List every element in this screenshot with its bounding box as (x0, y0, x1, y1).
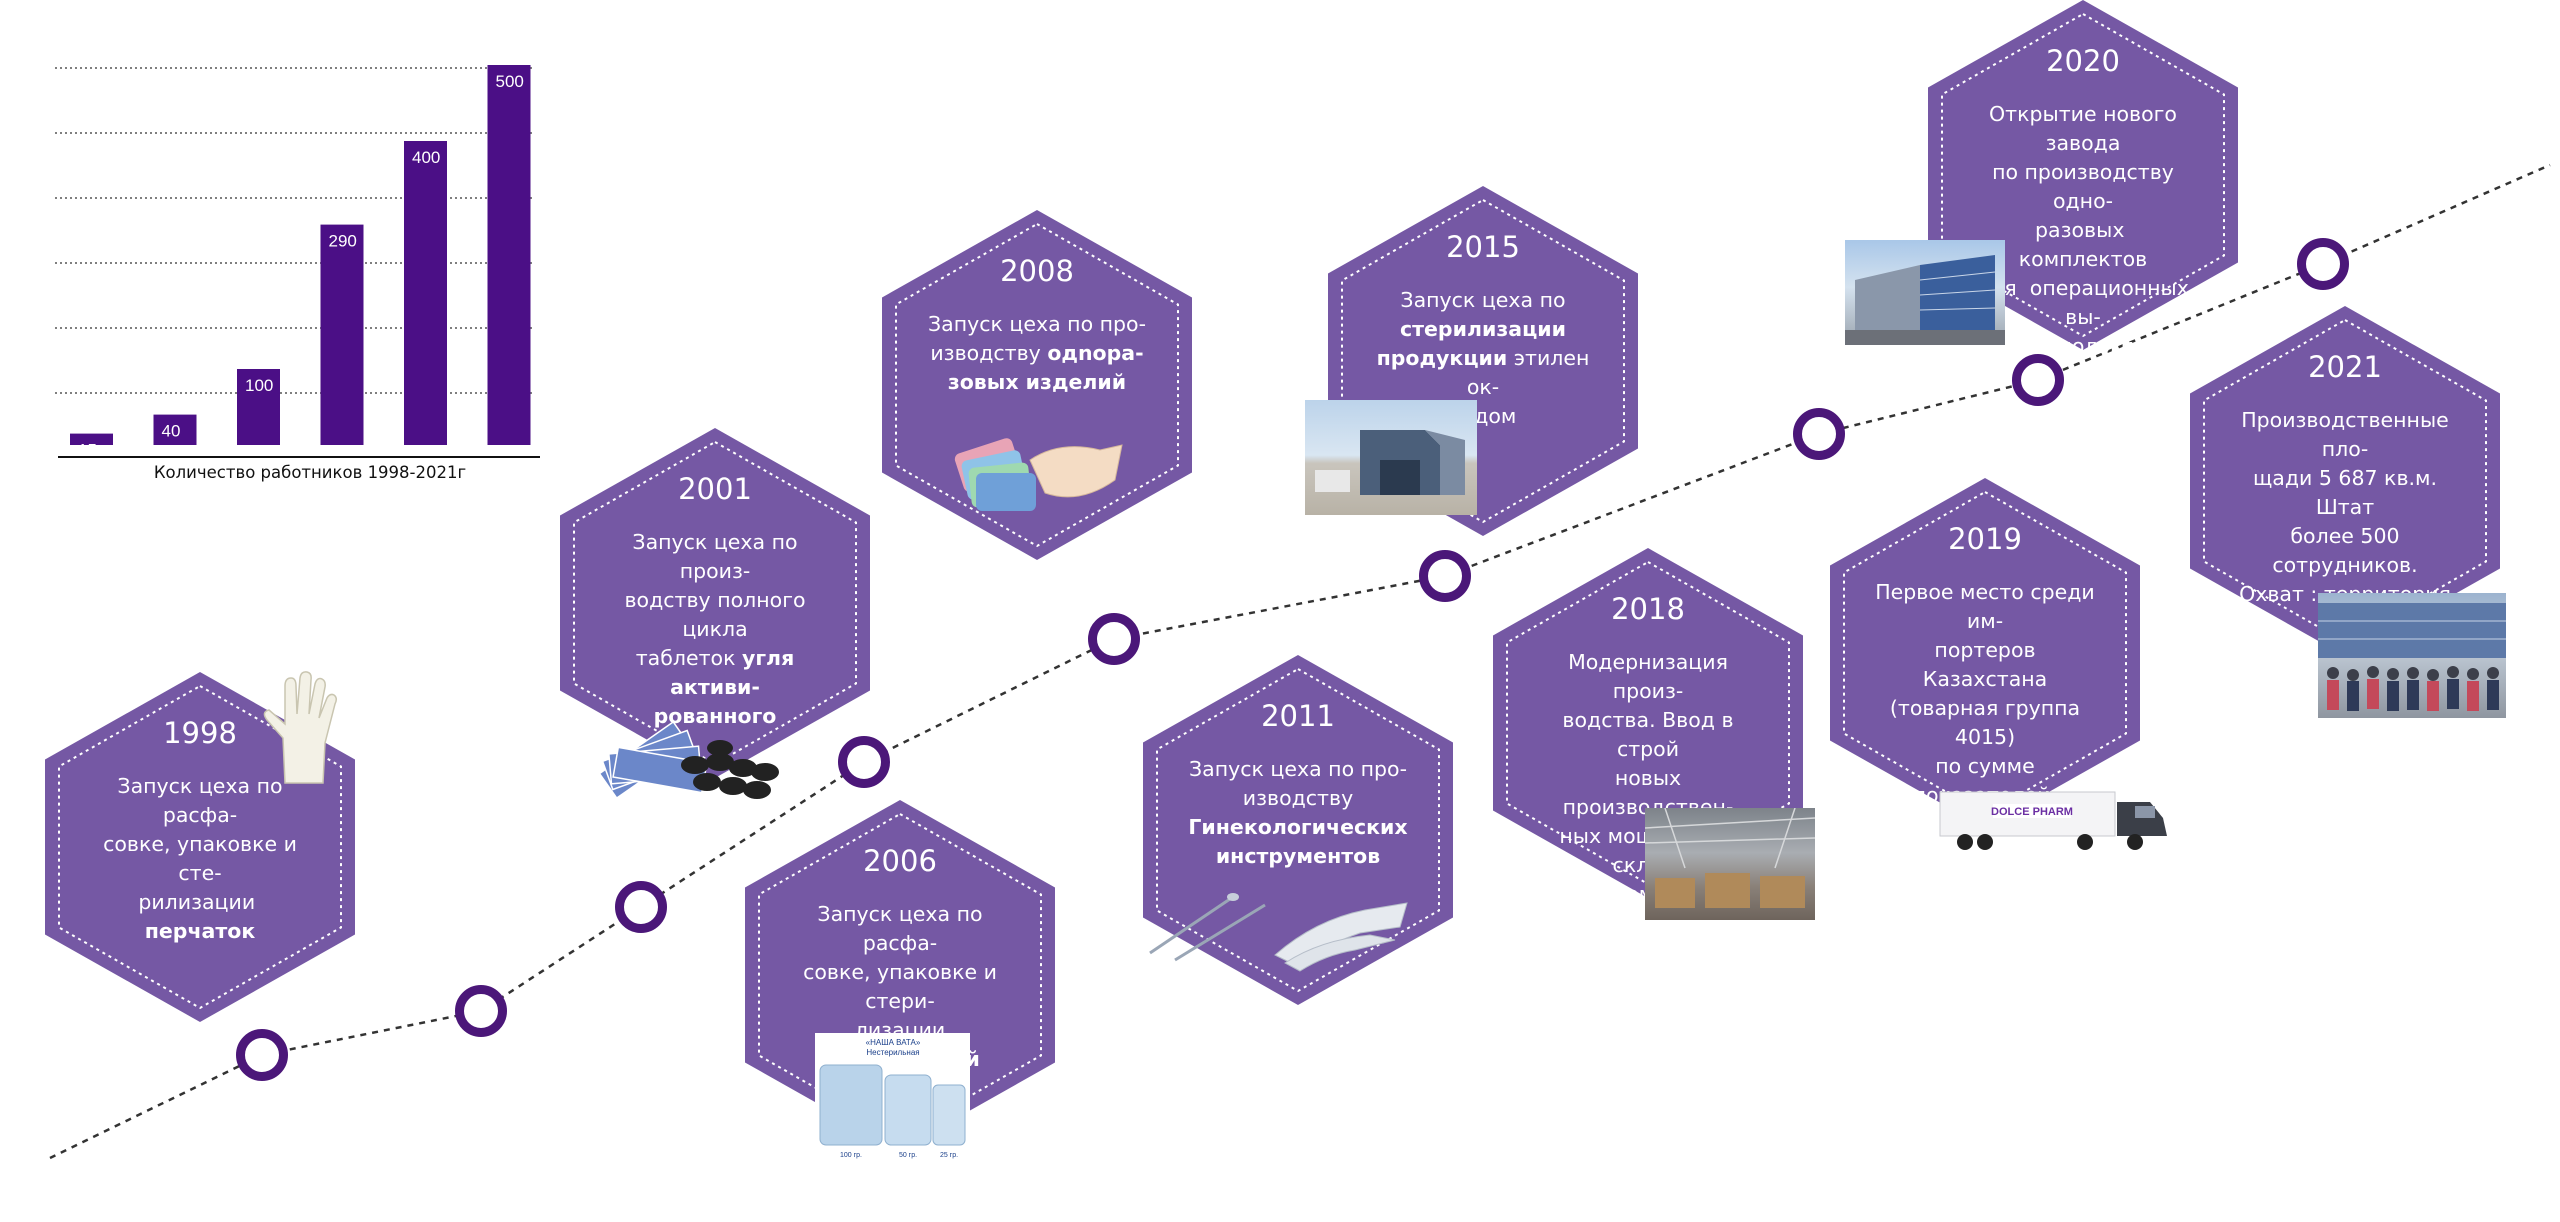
truck-photo: DOLCE PHARM (1935, 784, 2185, 854)
employees-bar-chart: 15 40 100 290 400 500 (55, 65, 540, 460)
timeline-node-2015 (1419, 550, 1471, 602)
chart-bar-value-label: 100 (245, 376, 273, 395)
cotton-brand-label: «НАША ВАТА» (866, 1038, 921, 1047)
gloves-icon (263, 671, 338, 784)
milestone-year: 2015 (1446, 230, 1520, 264)
chart-bar-value-label: 290 (329, 232, 357, 251)
milestone-description: Запуск цеха по расфа-совке, упаковке и с… (103, 774, 297, 943)
cotton-size-25: 25 гр. (940, 1152, 958, 1159)
timeline-node-2001 (455, 985, 507, 1037)
chart-bar-value-label: 400 (412, 148, 440, 167)
milestone-year: 2006 (863, 844, 937, 878)
timeline-node-2011 (1088, 613, 1140, 665)
cotton-packs-icon: «НАША ВАТА» Нестерильная 100 гр. 50 гр. … (815, 1033, 970, 1163)
timeline-node-2019 (2012, 354, 2064, 406)
chart-x-label: Количество работников 1998-2021г (153, 463, 467, 482)
milestone-hexagon-2019: 2019 Первое место среди им-портеров Каза… (1830, 478, 2140, 952)
timeline-node-2008 (838, 736, 890, 788)
cotton-size-50: 50 гр. (899, 1152, 917, 1159)
staff-photo (2318, 593, 2506, 718)
milestone-year: 1998 (163, 716, 237, 750)
milestone-year: 2001 (678, 472, 752, 506)
chart-bar (404, 141, 447, 445)
tablets-icon (598, 720, 779, 800)
milestone-year: 2018 (1611, 592, 1685, 626)
timeline-node-2020 (2297, 238, 2349, 290)
timeline-node-2018 (1793, 408, 1845, 460)
chart-bar (70, 433, 113, 445)
cotton-type-label: Нестерильная (866, 1048, 919, 1057)
milestone-year: 2019 (1948, 522, 2022, 556)
chart-bar-value-label: 500 (496, 72, 524, 91)
factory-interior-photo (1645, 808, 1815, 920)
timeline-dotted-line (49, 163, 2551, 1160)
chart-bar-value-label: 40 (162, 422, 181, 441)
milestone-description: Запуск цеха по про-изводству одnора-зовы… (927, 312, 1146, 394)
hexagon-shape (1928, 0, 2238, 350)
milestone-year: 2011 (1261, 699, 1335, 733)
building-photo (1845, 240, 2005, 345)
masks-icon (954, 438, 1123, 511)
milestone-description: Запуск цеха по произ-водству полного цик… (624, 530, 806, 728)
milestone-year: 2008 (1000, 254, 1074, 288)
chart-bar-value-label: 15 (78, 441, 97, 460)
warehouse-photo (1305, 400, 1477, 515)
milestone-hexagon-1998: 1998 Запуск цеха по расфа-совке, упаковк… (45, 672, 355, 1022)
milestone-description: Первое место среди им-портеров Казахстан… (1875, 580, 2095, 952)
milestone-year: 2020 (2046, 44, 2120, 78)
truck-logo-text: DOLCE PHARM (1991, 806, 2073, 818)
chart-bar (487, 65, 531, 445)
chart-bar (153, 414, 197, 445)
milestone-year: 2021 (2308, 350, 2382, 384)
chart-bar (237, 369, 280, 445)
timeline-node-2006 (615, 881, 667, 933)
timeline-node-1998 (236, 1029, 288, 1081)
instruments-icon (1149, 893, 1408, 972)
cotton-size-100: 100 гр. (840, 1152, 862, 1159)
chart-bar (320, 224, 364, 445)
hexagon-shape (45, 672, 355, 1022)
